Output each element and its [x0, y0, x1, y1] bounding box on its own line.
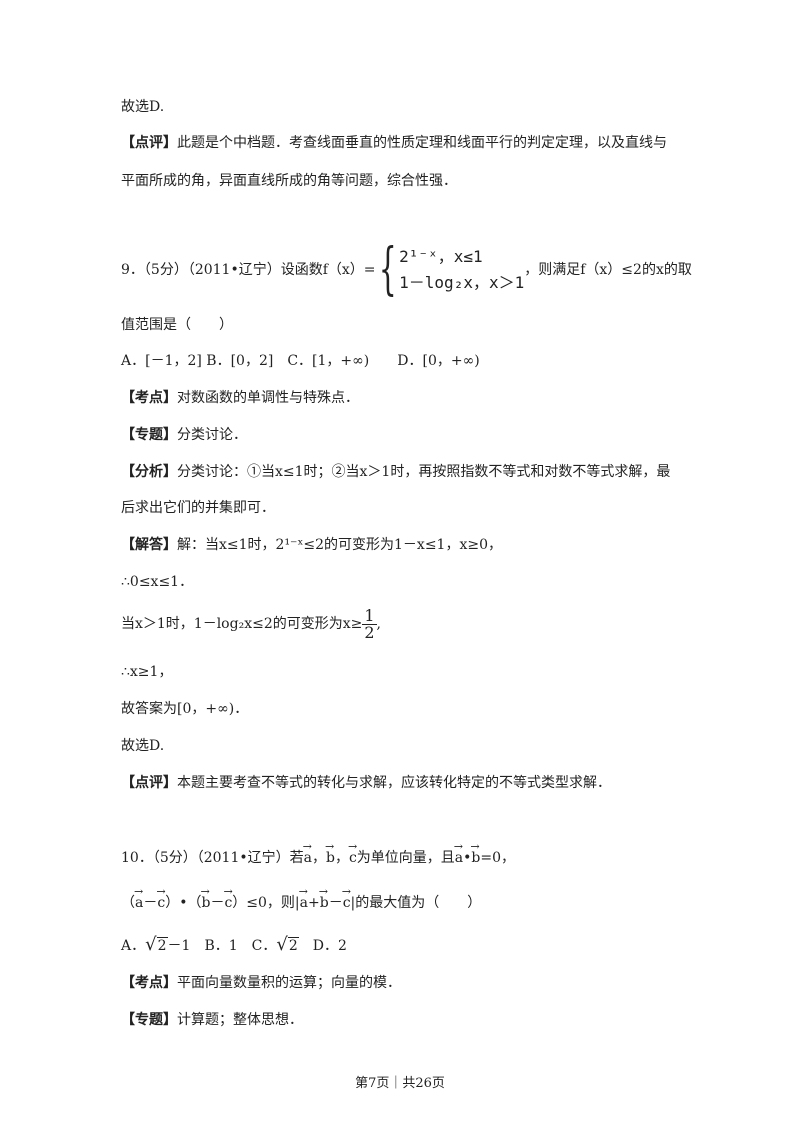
- line-choose-d: 故选D.: [121, 738, 165, 754]
- line-zhuanti: 【专题】分类讨论．: [121, 427, 247, 443]
- line-kaodian: 【考点】对数函数的单调性与特殊点．: [121, 390, 359, 406]
- question-10: 10．（5分）（2011•辽宁）若a，b，c为单位向量，且a•b=0，: [121, 837, 515, 868]
- line-kaodian-2: 【考点】平面向量数量积的运算；向量的模．: [121, 975, 401, 991]
- line-comment-cont: 平面所成的角，异面直线所成的角等问题，综合性强．: [121, 173, 457, 189]
- case-2: 1－log₂x，x＞1: [399, 273, 525, 292]
- line-answer: 故答案为[0，+∞)．: [121, 701, 249, 717]
- page-footer: 第7页｜共26页: [355, 1076, 445, 1091]
- line-zhuanti-2: 【专题】计算题；整体思想．: [121, 1012, 303, 1028]
- question-10-options: A．√2－1 B．1 C．√2 D．2: [121, 934, 347, 955]
- question-9-cont: 值范围是（ ）: [121, 317, 233, 333]
- line-dianping: 【点评】本题主要考查不等式的转化与求解，应该转化特定的不等式类型求解．: [121, 775, 611, 791]
- line-fenxi: 【分析】分类讨论：①当x≤1时；②当x＞1时，再按照指数不等式和对数不等式求解，…: [121, 464, 671, 480]
- line-fenxi-cont: 后求出它们的并集即可．: [121, 500, 275, 516]
- line-therefore-2: ∴x≥1，: [121, 664, 173, 680]
- line-jieda: 【解答】解：当x≤1时，2¹⁻ˣ≤2的可变形为1－x≤1，x≥0，: [121, 537, 502, 553]
- question-9-options: A．[－1，2] B．[0，2] C．[1，+∞) D．[0，+∞): [121, 353, 480, 369]
- line-choose-d-top: 故选D.: [121, 99, 165, 115]
- case-1: 2¹⁻ˣ，x≤1: [399, 247, 483, 266]
- line-therefore-1: ∴0≤x≤1．: [121, 574, 194, 590]
- question-10-condition: （a－c）•（b－c）≤0，则|a+b－c|的最大值为（ ）: [121, 882, 481, 913]
- line-comment: 【点评】此题是个中档题．考查线面垂直的性质定理和线面平行的判定定理，以及直线与: [121, 135, 667, 151]
